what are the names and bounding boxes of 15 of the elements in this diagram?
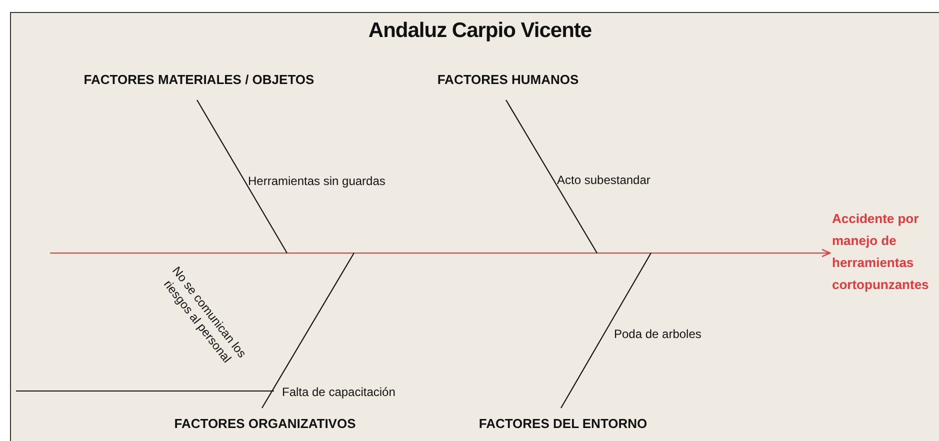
effect-label: Accidente por manejo de herramientas cortopunzantes xyxy=(832,208,937,298)
category-bone xyxy=(560,252,652,408)
diagram-title: Andaluz Carpio Vicente xyxy=(367,19,593,43)
category-heading: FACTORES DEL ENTORNO xyxy=(468,408,658,436)
cause-label: Herramientas sin guardas xyxy=(248,174,386,188)
category-heading: FACTORES ORGANIZATIVOS xyxy=(160,408,370,436)
category-bone xyxy=(506,100,598,254)
cause-label: Poda de arboles xyxy=(614,327,702,341)
spine-arrow xyxy=(50,248,831,258)
category-bone xyxy=(196,100,288,254)
category-heading: FACTORES HUMANOS xyxy=(428,72,588,100)
cause-label: Acto subestandar xyxy=(557,173,650,187)
category-heading: FACTORES MATERIALES / OBJETOS xyxy=(68,72,330,100)
cause-label: Falta de capacitación xyxy=(282,385,396,399)
category-bone xyxy=(262,252,354,408)
